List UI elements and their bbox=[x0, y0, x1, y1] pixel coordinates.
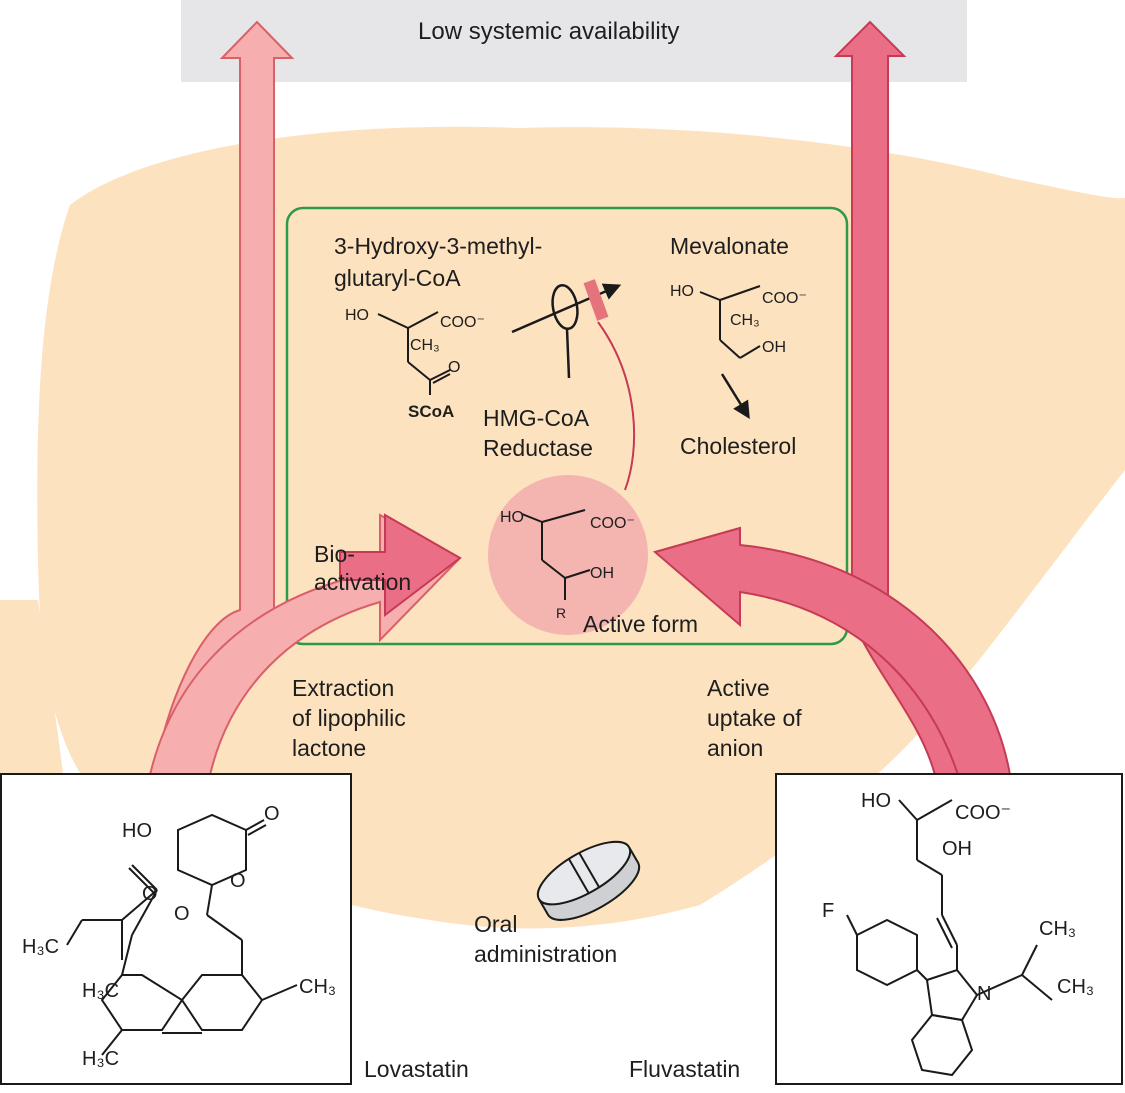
active-form-circle bbox=[488, 475, 648, 635]
banner-text: Low systemic availability bbox=[418, 18, 680, 45]
inhibition-bar bbox=[583, 279, 609, 321]
hmg-coa-structure bbox=[377, 311, 451, 395]
systemic-banner bbox=[181, 0, 967, 82]
bioactivation-arrow bbox=[339, 513, 462, 618]
extraction-line2: of lipophilic bbox=[292, 705, 406, 731]
inhibition-line bbox=[597, 321, 636, 491]
hmg-coo: COO⁻ bbox=[440, 314, 485, 331]
enzyme-stem bbox=[565, 328, 571, 379]
lova-ho: HO bbox=[122, 820, 152, 842]
active-form-label: Active form bbox=[583, 611, 699, 637]
reaction-arrow bbox=[511, 283, 622, 334]
lovastatin-structure: HO O O O O H₃C H₃C H₃C CH₃ bbox=[22, 803, 336, 1070]
fluva-coo: COO⁻ bbox=[955, 802, 1011, 824]
oral-line1: Oral bbox=[474, 911, 518, 937]
lova-h3c3: H₃C bbox=[82, 1048, 119, 1070]
uptake-arrow bbox=[652, 526, 1012, 776]
cholesterol-label: Cholesterol bbox=[680, 433, 797, 459]
lova-o1: O bbox=[264, 803, 280, 825]
lova-h3c2: H₃C bbox=[82, 980, 119, 1002]
hmg-o: O bbox=[448, 359, 460, 376]
enzyme-line2: Reductase bbox=[483, 435, 593, 461]
lova-ch3: CH₃ bbox=[299, 976, 336, 998]
fluva-ho: HO bbox=[861, 790, 891, 812]
cell-compartment bbox=[285, 206, 849, 646]
fluva-oh: OH bbox=[942, 838, 972, 860]
active-coo: COO⁻ bbox=[590, 515, 635, 532]
lova-o4: O bbox=[174, 903, 190, 925]
uptake-line2: uptake of bbox=[707, 705, 802, 731]
active-form-structure bbox=[521, 509, 591, 600]
enzyme-line1: HMG-CoA bbox=[483, 405, 590, 431]
uptake-line3: anion bbox=[707, 735, 764, 761]
lovastatin-box: HO O O O O H₃C H₃C H₃C CH₃ bbox=[0, 773, 352, 1085]
cholesterol-arrow bbox=[720, 373, 750, 419]
mevalonate-title: Mevalonate bbox=[670, 233, 789, 259]
enzyme-circle-icon bbox=[551, 283, 579, 331]
meva-coo: COO⁻ bbox=[762, 290, 807, 307]
meva-ho: HO bbox=[670, 283, 694, 300]
mevalonate-structure bbox=[699, 285, 761, 359]
bioactivation-line2: activation bbox=[314, 569, 412, 595]
bioactivation-line1: Bio- bbox=[314, 541, 355, 567]
fluva-f: F bbox=[822, 900, 834, 922]
active-r: R bbox=[556, 605, 566, 621]
hmg-name-line2: glutaryl-CoA bbox=[334, 265, 461, 291]
active-oh: OH bbox=[590, 565, 614, 582]
fluva-ch3b: CH₃ bbox=[1057, 976, 1094, 998]
fluvastatin-box: HO COO⁻ OH F N CH₃ CH₃ bbox=[775, 773, 1123, 1085]
uptake-line1: Active bbox=[707, 675, 770, 701]
pill-icon bbox=[536, 840, 641, 921]
fluva-n: N bbox=[977, 983, 991, 1005]
hmg-ho: HO bbox=[345, 307, 369, 324]
fluva-ch3a: CH₃ bbox=[1039, 918, 1076, 940]
lova-o2: O bbox=[230, 870, 246, 892]
hmg-ch3: CH₃ bbox=[410, 337, 440, 354]
hmg-scoa: SCoA bbox=[408, 402, 454, 421]
fluvastatin-structure: HO COO⁻ OH F N CH₃ CH₃ bbox=[822, 790, 1094, 1077]
lovastatin-name: Lovastatin bbox=[364, 1056, 469, 1082]
fluvastatin-name: Fluvastatin bbox=[629, 1056, 741, 1082]
meva-oh: OH bbox=[762, 339, 786, 356]
oral-line2: administration bbox=[474, 941, 618, 967]
extraction-line3: lactone bbox=[292, 735, 367, 761]
active-ho: HO bbox=[500, 509, 524, 526]
hmg-name-line1: 3-Hydroxy-3-methyl- bbox=[334, 233, 543, 259]
meva-ch3: CH₃ bbox=[730, 312, 760, 329]
lova-h3c1: H₃C bbox=[22, 936, 59, 958]
lova-o3: O bbox=[142, 883, 158, 905]
extraction-line1: Extraction bbox=[292, 675, 395, 701]
